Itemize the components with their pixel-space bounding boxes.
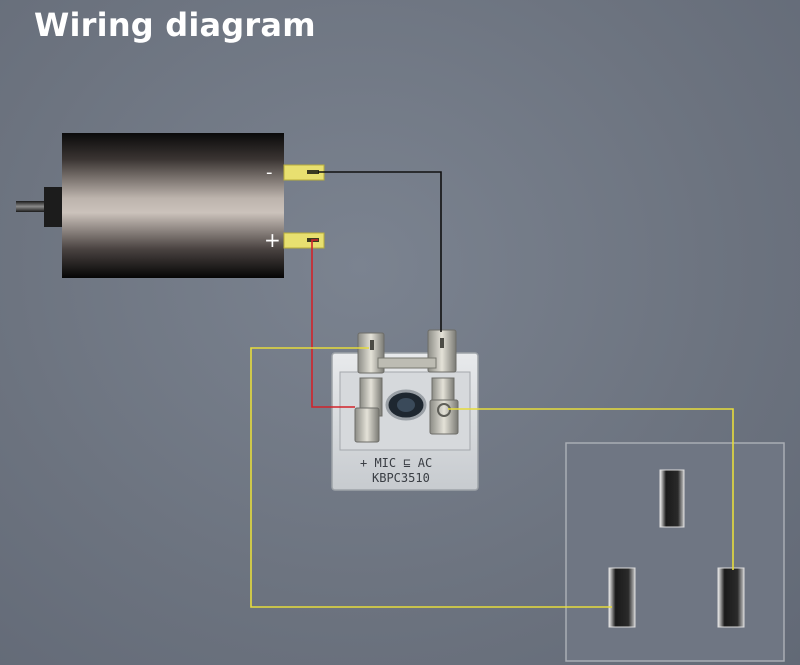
motor-negative-label: - <box>266 162 273 183</box>
motor-shaft <box>16 201 64 212</box>
bridge-rectifier: + MIC ⊑ AC KBPC3510 <box>331 329 479 491</box>
outlet-right-slot <box>717 567 745 628</box>
outlet-ground-slot <box>659 469 685 528</box>
motor-end-cap <box>44 187 64 227</box>
outlet-left-slot <box>608 567 636 628</box>
motor-body <box>62 133 284 278</box>
page-title: Wiring diagram <box>34 6 316 44</box>
wire-ac-left <box>250 347 612 608</box>
wall-outlet <box>565 442 785 662</box>
rectifier-marking-line1: + MIC ⊑ AC <box>360 456 432 470</box>
rectifier-ac-left-terminal <box>354 407 380 443</box>
wire-ac-right <box>448 408 734 570</box>
dc-motor: - + <box>16 133 325 278</box>
wire-positive <box>311 239 355 408</box>
motor-positive-label: + <box>264 228 281 252</box>
rectifier-marking-line2: KBPC3510 <box>372 471 430 485</box>
wire-negative <box>318 171 442 332</box>
motor-positive-terminal <box>283 232 325 249</box>
